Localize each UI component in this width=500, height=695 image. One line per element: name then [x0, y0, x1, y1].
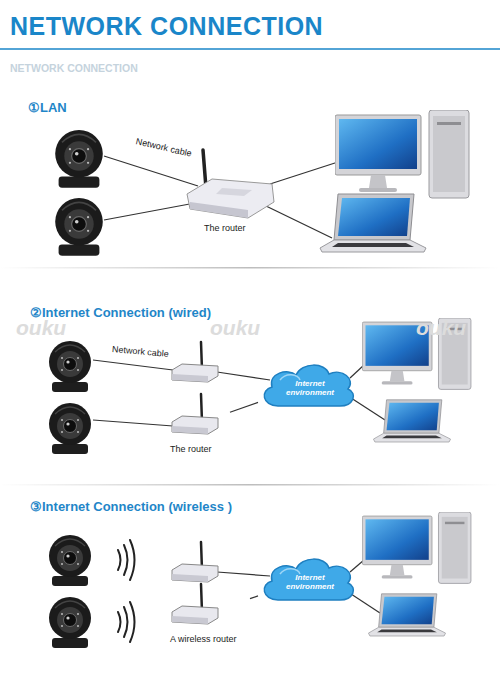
- wave-arc: [124, 607, 128, 637]
- wave-arc: [130, 602, 135, 642]
- cable-label: Network cable: [112, 344, 170, 359]
- router-node: The router: [182, 148, 277, 233]
- section-separator: [0, 484, 500, 486]
- router-body: [172, 416, 218, 434]
- router-drawing: [170, 392, 220, 437]
- router-body: [187, 179, 274, 218]
- router-top-panel: [216, 188, 252, 196]
- network-cable: [266, 206, 332, 238]
- wave-arc: [130, 540, 135, 580]
- wireless-router: [172, 542, 218, 582]
- watermark: ouku: [210, 316, 260, 340]
- desktop-computer: [362, 512, 471, 583]
- ip-camera: [49, 535, 91, 586]
- router-front: [172, 616, 208, 624]
- laptop: [368, 594, 445, 636]
- internet-cloud: Internet environment: [258, 554, 358, 604]
- router-label: The router: [204, 223, 246, 233]
- router-body: [172, 606, 218, 624]
- network-cable: [270, 162, 338, 184]
- section-heading: ①LAN: [28, 100, 67, 115]
- cloud-outline: [264, 365, 353, 406]
- section-heading: ③Internet Connection (wireless ): [30, 499, 232, 514]
- router-front: [172, 426, 208, 434]
- cloud-outline: [264, 559, 353, 600]
- ip-camera: [49, 597, 91, 648]
- network-cable: [348, 396, 385, 420]
- network-cable: [217, 572, 270, 576]
- router-label: The router: [170, 444, 212, 454]
- network-cable: [230, 402, 258, 412]
- laptop: [373, 400, 450, 442]
- network-cable: [250, 596, 258, 599]
- wave-arc: [118, 550, 121, 570]
- desktop-computer: [335, 110, 469, 198]
- subtitle: NETWORK CONNECTION: [10, 62, 138, 74]
- ip-camera: [55, 130, 103, 188]
- cloud-text: Internet environment: [276, 566, 344, 598]
- network-cable: [104, 156, 198, 186]
- cable-label: Network cable: [135, 136, 193, 159]
- laptop: [320, 194, 426, 252]
- wave-arc: [118, 612, 121, 632]
- network-cable: [217, 372, 270, 380]
- ip-camera: [55, 198, 103, 256]
- router-label: A wireless router: [170, 634, 237, 644]
- watermark: ouku: [16, 316, 66, 340]
- network-cable: [348, 592, 380, 613]
- router: [172, 342, 218, 382]
- page-title: NETWORK CONNECTION: [10, 12, 323, 41]
- network-cable: [104, 203, 195, 220]
- wave-arc: [124, 545, 128, 575]
- wireless-waves: [118, 540, 135, 642]
- ip-camera: [49, 403, 91, 454]
- internet-cloud: Internet environment: [258, 360, 358, 410]
- router-node: A wireless router: [165, 582, 250, 644]
- cloud-text: Internet environment: [276, 372, 344, 404]
- section-separator: [0, 267, 500, 269]
- router-front: [190, 202, 248, 218]
- router-node: The router: [168, 392, 230, 454]
- title-rule: [0, 48, 500, 50]
- network-cable: [93, 420, 173, 426]
- router-drawing: [170, 582, 220, 627]
- router-drawing: [182, 148, 277, 220]
- ip-camera: [49, 341, 91, 392]
- network-cable: [93, 360, 173, 370]
- watermark: ouku: [416, 316, 466, 340]
